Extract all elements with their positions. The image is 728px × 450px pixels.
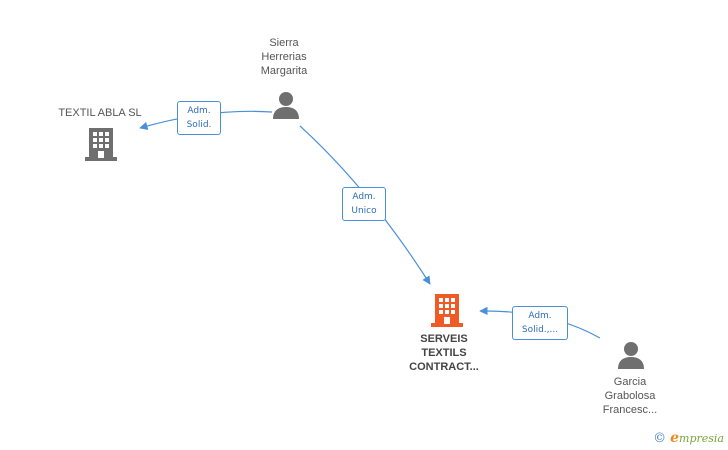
edge-label-adm-unico[interactable]: Adm. Unico <box>342 187 386 221</box>
person-icon[interactable] <box>271 90 301 120</box>
node-label-line: CONTRACT... <box>409 361 479 373</box>
edge-label-line: Adm. <box>187 106 211 116</box>
edge-label-adm-solid-multi[interactable]: Adm. Solid.,... <box>512 306 568 340</box>
node-label-line: Sierra <box>269 37 299 49</box>
node-label-line: SERVEIS <box>420 333 468 345</box>
person-icon[interactable] <box>616 340 646 370</box>
node-label-line: Margarita <box>260 65 308 77</box>
building-icon[interactable] <box>430 292 464 328</box>
copyright-symbol: © <box>653 431 667 446</box>
node-label-line: Francesc... <box>602 404 658 416</box>
edge-label-adm-solid[interactable]: Adm. Solid. <box>177 101 221 135</box>
edge-label-line: Unico <box>351 206 377 216</box>
node-label-garcia[interactable]: Garcia Grabolosa Francesc... <box>582 375 678 417</box>
building-icon[interactable] <box>84 126 118 162</box>
edge-label-line: Solid.,... <box>521 325 559 335</box>
node-label-line: Herrerias <box>261 51 307 63</box>
edge-label-line: Adm. <box>352 192 376 202</box>
brand-initial: e <box>670 430 680 446</box>
node-label-sierra[interactable]: Sierra Herrerias Margarita <box>236 36 332 78</box>
edge-label-line: Solid. <box>186 120 212 130</box>
node-label-textil-abla[interactable]: TEXTIL ABLA SL <box>58 107 142 119</box>
node-label-line: TEXTILS <box>421 347 467 359</box>
edge-label-line: Adm. <box>528 311 552 321</box>
node-label-serveis[interactable]: SERVEIS TEXTILS CONTRACT... <box>392 332 496 374</box>
node-label-line: Grabolosa <box>604 390 656 402</box>
brand-name: mpresia <box>679 432 724 445</box>
node-label-line: Garcia <box>613 376 647 388</box>
brand-logo: ©empresia <box>653 430 724 446</box>
